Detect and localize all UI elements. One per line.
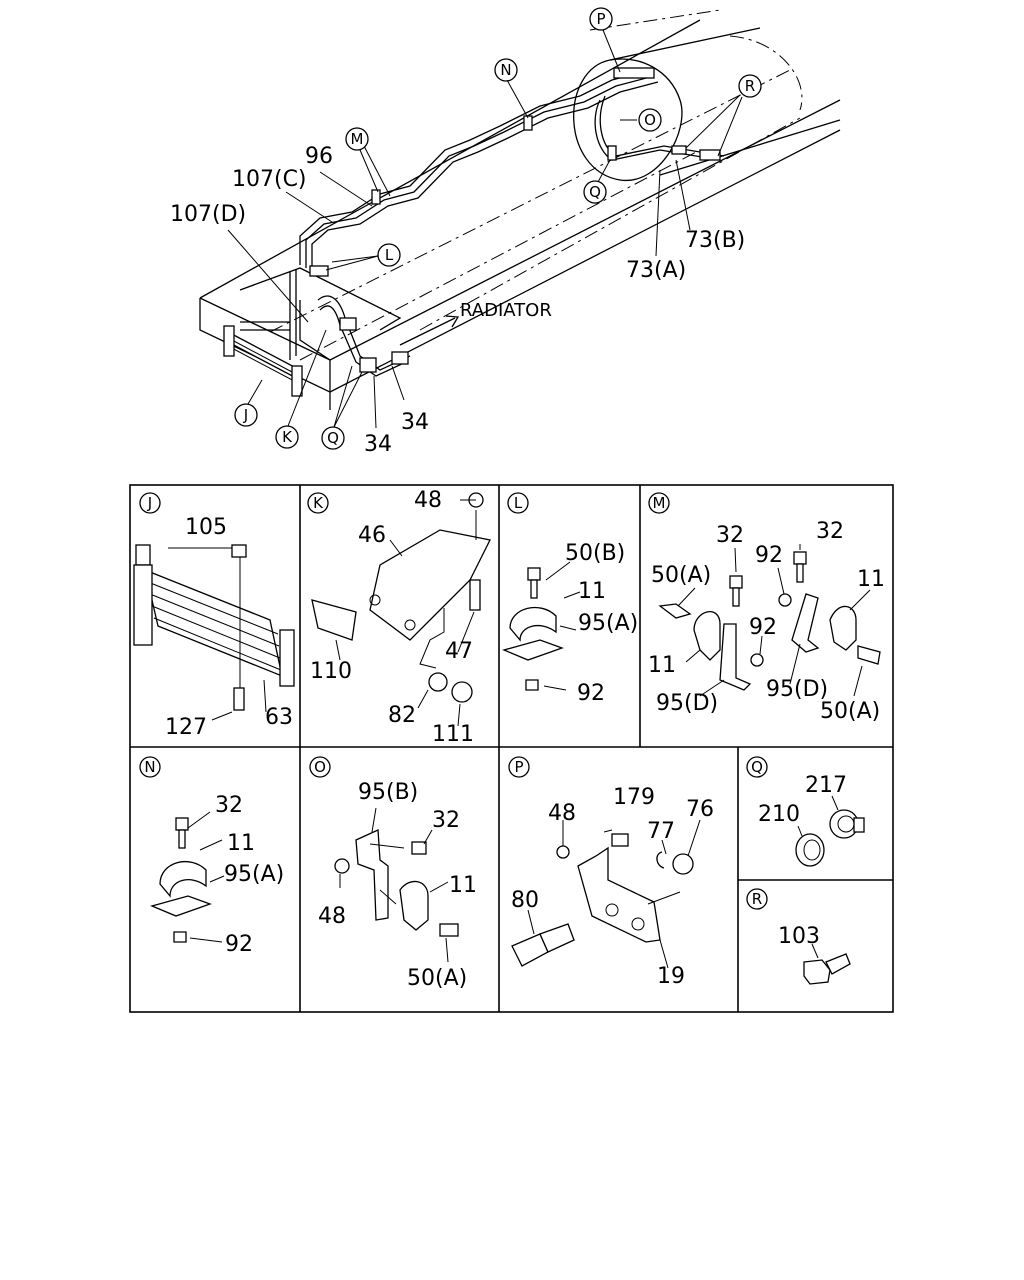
panel-p: P 179 48 76 77 80 19	[508, 756, 714, 989]
overview-leaders	[227, 29, 743, 429]
label-107c: 107(C)	[232, 167, 307, 192]
panel-o-label-95b: 95(B)	[358, 780, 418, 805]
panel-o-label-50a: 50(A)	[407, 966, 467, 991]
callout-n: N	[494, 58, 518, 82]
panel-o-letter: O	[314, 758, 326, 776]
panel-m-label-32b: 32	[816, 519, 844, 544]
panel-m-label-92a: 92	[755, 543, 783, 568]
svg-text:O: O	[644, 111, 656, 129]
panel-m-label-95d-right: 95(D)	[766, 677, 828, 702]
callout-l: L	[377, 243, 401, 267]
panel-m-letter: M	[653, 494, 666, 512]
panel-l-label-92: 92	[577, 681, 605, 706]
detail-grid	[129, 484, 894, 1013]
panel-p-label-76: 76	[686, 797, 714, 822]
panel-o-label-32: 32	[432, 808, 460, 833]
panel-j-label-63: 63	[265, 705, 293, 730]
panel-m-label-95d-left: 95(D)	[656, 691, 718, 716]
oil-cooler	[223, 325, 303, 397]
panel-q-letter: Q	[751, 758, 763, 776]
panel-p-label-48: 48	[548, 801, 576, 826]
callout-k: K	[275, 425, 299, 449]
panel-n-label-95a: 95(A)	[224, 862, 284, 887]
panel-k-label-47: 47	[445, 639, 473, 664]
callout-q-bottom: Q	[321, 426, 345, 450]
panel-r-label-103: 103	[778, 924, 820, 949]
panel-o-label-11: 11	[449, 873, 477, 898]
label-34a: 34	[401, 410, 429, 435]
panel-l-letter: L	[514, 494, 523, 512]
overview-illustration: RADIATOR	[170, 7, 841, 457]
panel-j-letter: J	[147, 494, 152, 512]
panel-n-label-92: 92	[225, 932, 253, 957]
panel-j-label-105: 105	[185, 515, 227, 540]
callout-q-top: Q	[583, 180, 607, 204]
panel-q: Q 217 210	[746, 756, 865, 867]
panel-m-label-11-right: 11	[857, 567, 885, 592]
svg-text:P: P	[596, 10, 605, 28]
label-107d: 107(D)	[170, 202, 246, 227]
panel-l-label-11: 11	[578, 579, 606, 604]
panel-o: O 95(B) 32 11 48 50(A)	[309, 756, 477, 991]
panel-q-label-210: 210	[758, 802, 800, 827]
panel-r: R 103	[746, 888, 851, 985]
panel-m-label-92b: 92	[749, 615, 777, 640]
panel-k-letter: K	[313, 494, 324, 512]
label-73b: 73(B)	[685, 228, 745, 253]
panel-k-label-111: 111	[432, 722, 474, 747]
svg-text:Q: Q	[327, 429, 339, 447]
panel-k-label-110: 110	[310, 659, 352, 684]
panel-k-label-82: 82	[388, 703, 416, 728]
panel-n-label-11: 11	[227, 831, 255, 856]
radiator-label: RADIATOR	[460, 300, 552, 321]
callout-r: R	[738, 74, 762, 98]
panel-q-label-217: 217	[805, 773, 847, 798]
svg-text:J: J	[243, 406, 248, 424]
panel-j-label-127: 127	[165, 715, 207, 740]
panel-m-label-50a-left: 50(A)	[651, 563, 711, 588]
panel-l-label-50b: 50(B)	[565, 541, 625, 566]
panel-k-label-48: 48	[414, 488, 442, 513]
panel-l: L 50(B) 11 95(A) 92	[502, 492, 638, 706]
panel-p-letter: P	[514, 758, 523, 776]
panel-m-label-50a-right: 50(A)	[820, 699, 880, 724]
panel-p-label-77: 77	[647, 819, 675, 844]
callout-o: O	[638, 108, 662, 132]
panel-m: M 32 32 92 50(A) 11 92 11 95(D) 95(D) 50…	[648, 492, 885, 724]
svg-text:R: R	[745, 77, 755, 95]
panel-j: J 105 127 63	[133, 492, 295, 740]
panel-m-label-32a: 32	[716, 523, 744, 548]
panel-p-label-80: 80	[511, 888, 539, 913]
label-73a: 73(A)	[626, 258, 686, 283]
panel-o-label-48: 48	[318, 904, 346, 929]
label-34b: 34	[364, 432, 392, 457]
svg-text:L: L	[385, 246, 394, 264]
panel-k: K 48 46 110 47 82 111	[307, 488, 491, 747]
panel-r-letter: R	[752, 890, 762, 908]
panel-m-label-11-left: 11	[648, 653, 676, 678]
radiator-arrow: RADIATOR	[399, 300, 552, 346]
tank-cylinder	[573, 9, 841, 181]
svg-text:Q: Q	[589, 183, 601, 201]
panel-l-label-95a: 95(A)	[578, 611, 638, 636]
overview-callouts: P N M L O R Q J K Q	[234, 7, 762, 450]
panel-n: N 32 11 95(A) 92	[139, 756, 284, 957]
panel-n-label-32: 32	[215, 793, 243, 818]
overview-labels: 96 107(C) 107(D) 73(B) 73(A) 34 34	[170, 144, 745, 457]
svg-text:N: N	[500, 61, 511, 79]
panel-n-letter: N	[144, 758, 155, 776]
panel-p-label-19: 19	[657, 964, 685, 989]
panel-k-label-46: 46	[358, 523, 386, 548]
label-96: 96	[305, 144, 333, 169]
callout-j: J	[234, 403, 258, 427]
panel-p-label-179: 179	[613, 785, 655, 810]
svg-text:K: K	[282, 428, 293, 446]
callout-p: P	[589, 7, 613, 31]
callout-m: M	[345, 127, 369, 151]
svg-text:M: M	[351, 130, 364, 148]
pipe-clamps	[309, 67, 721, 373]
